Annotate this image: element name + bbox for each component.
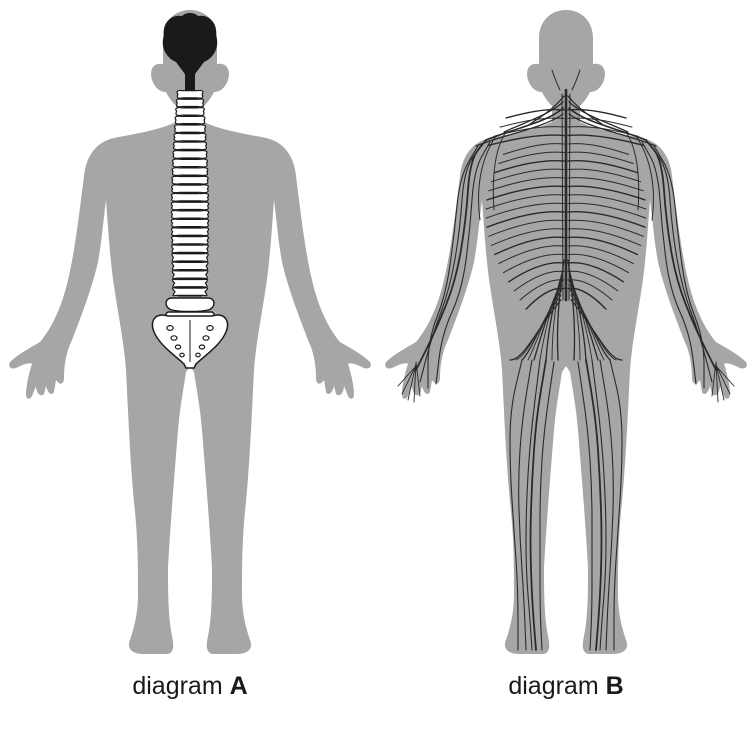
- vertebra: [176, 99, 203, 107]
- vertebra: [175, 125, 206, 133]
- vertebra: [172, 176, 208, 184]
- vertebra: [171, 228, 208, 236]
- vertebra: [172, 271, 208, 279]
- vertebra: [172, 254, 208, 262]
- vertebra: [171, 211, 208, 219]
- vertebra: [173, 159, 208, 167]
- caption-b-letter: B: [606, 672, 624, 700]
- spinal-column: [171, 90, 208, 296]
- vertebra: [174, 133, 206, 141]
- caption-a-letter: A: [230, 672, 248, 700]
- vertebra: [172, 168, 208, 176]
- vertebra: [172, 262, 208, 270]
- vertebra: [177, 90, 203, 98]
- vertebra: [173, 151, 207, 159]
- diagram-b: [385, 10, 747, 654]
- vertebra: [176, 108, 204, 116]
- vertebra: [171, 202, 208, 210]
- vertebra: [172, 193, 209, 201]
- vertebra: [172, 279, 207, 287]
- caption-diagram-b: diagram B: [508, 672, 623, 701]
- vertebra: [175, 116, 205, 124]
- vertebra: [172, 236, 209, 244]
- caption-b-word: diagram: [508, 672, 598, 700]
- vertebra: [172, 185, 209, 193]
- vertebra: [172, 245, 209, 253]
- caption-a-word: diagram: [132, 672, 222, 700]
- vertebra: [171, 219, 208, 227]
- vertebra: [172, 288, 207, 296]
- caption-diagram-a: diagram A: [132, 672, 247, 701]
- vertebra: [173, 142, 206, 150]
- diagram-a: [9, 10, 371, 654]
